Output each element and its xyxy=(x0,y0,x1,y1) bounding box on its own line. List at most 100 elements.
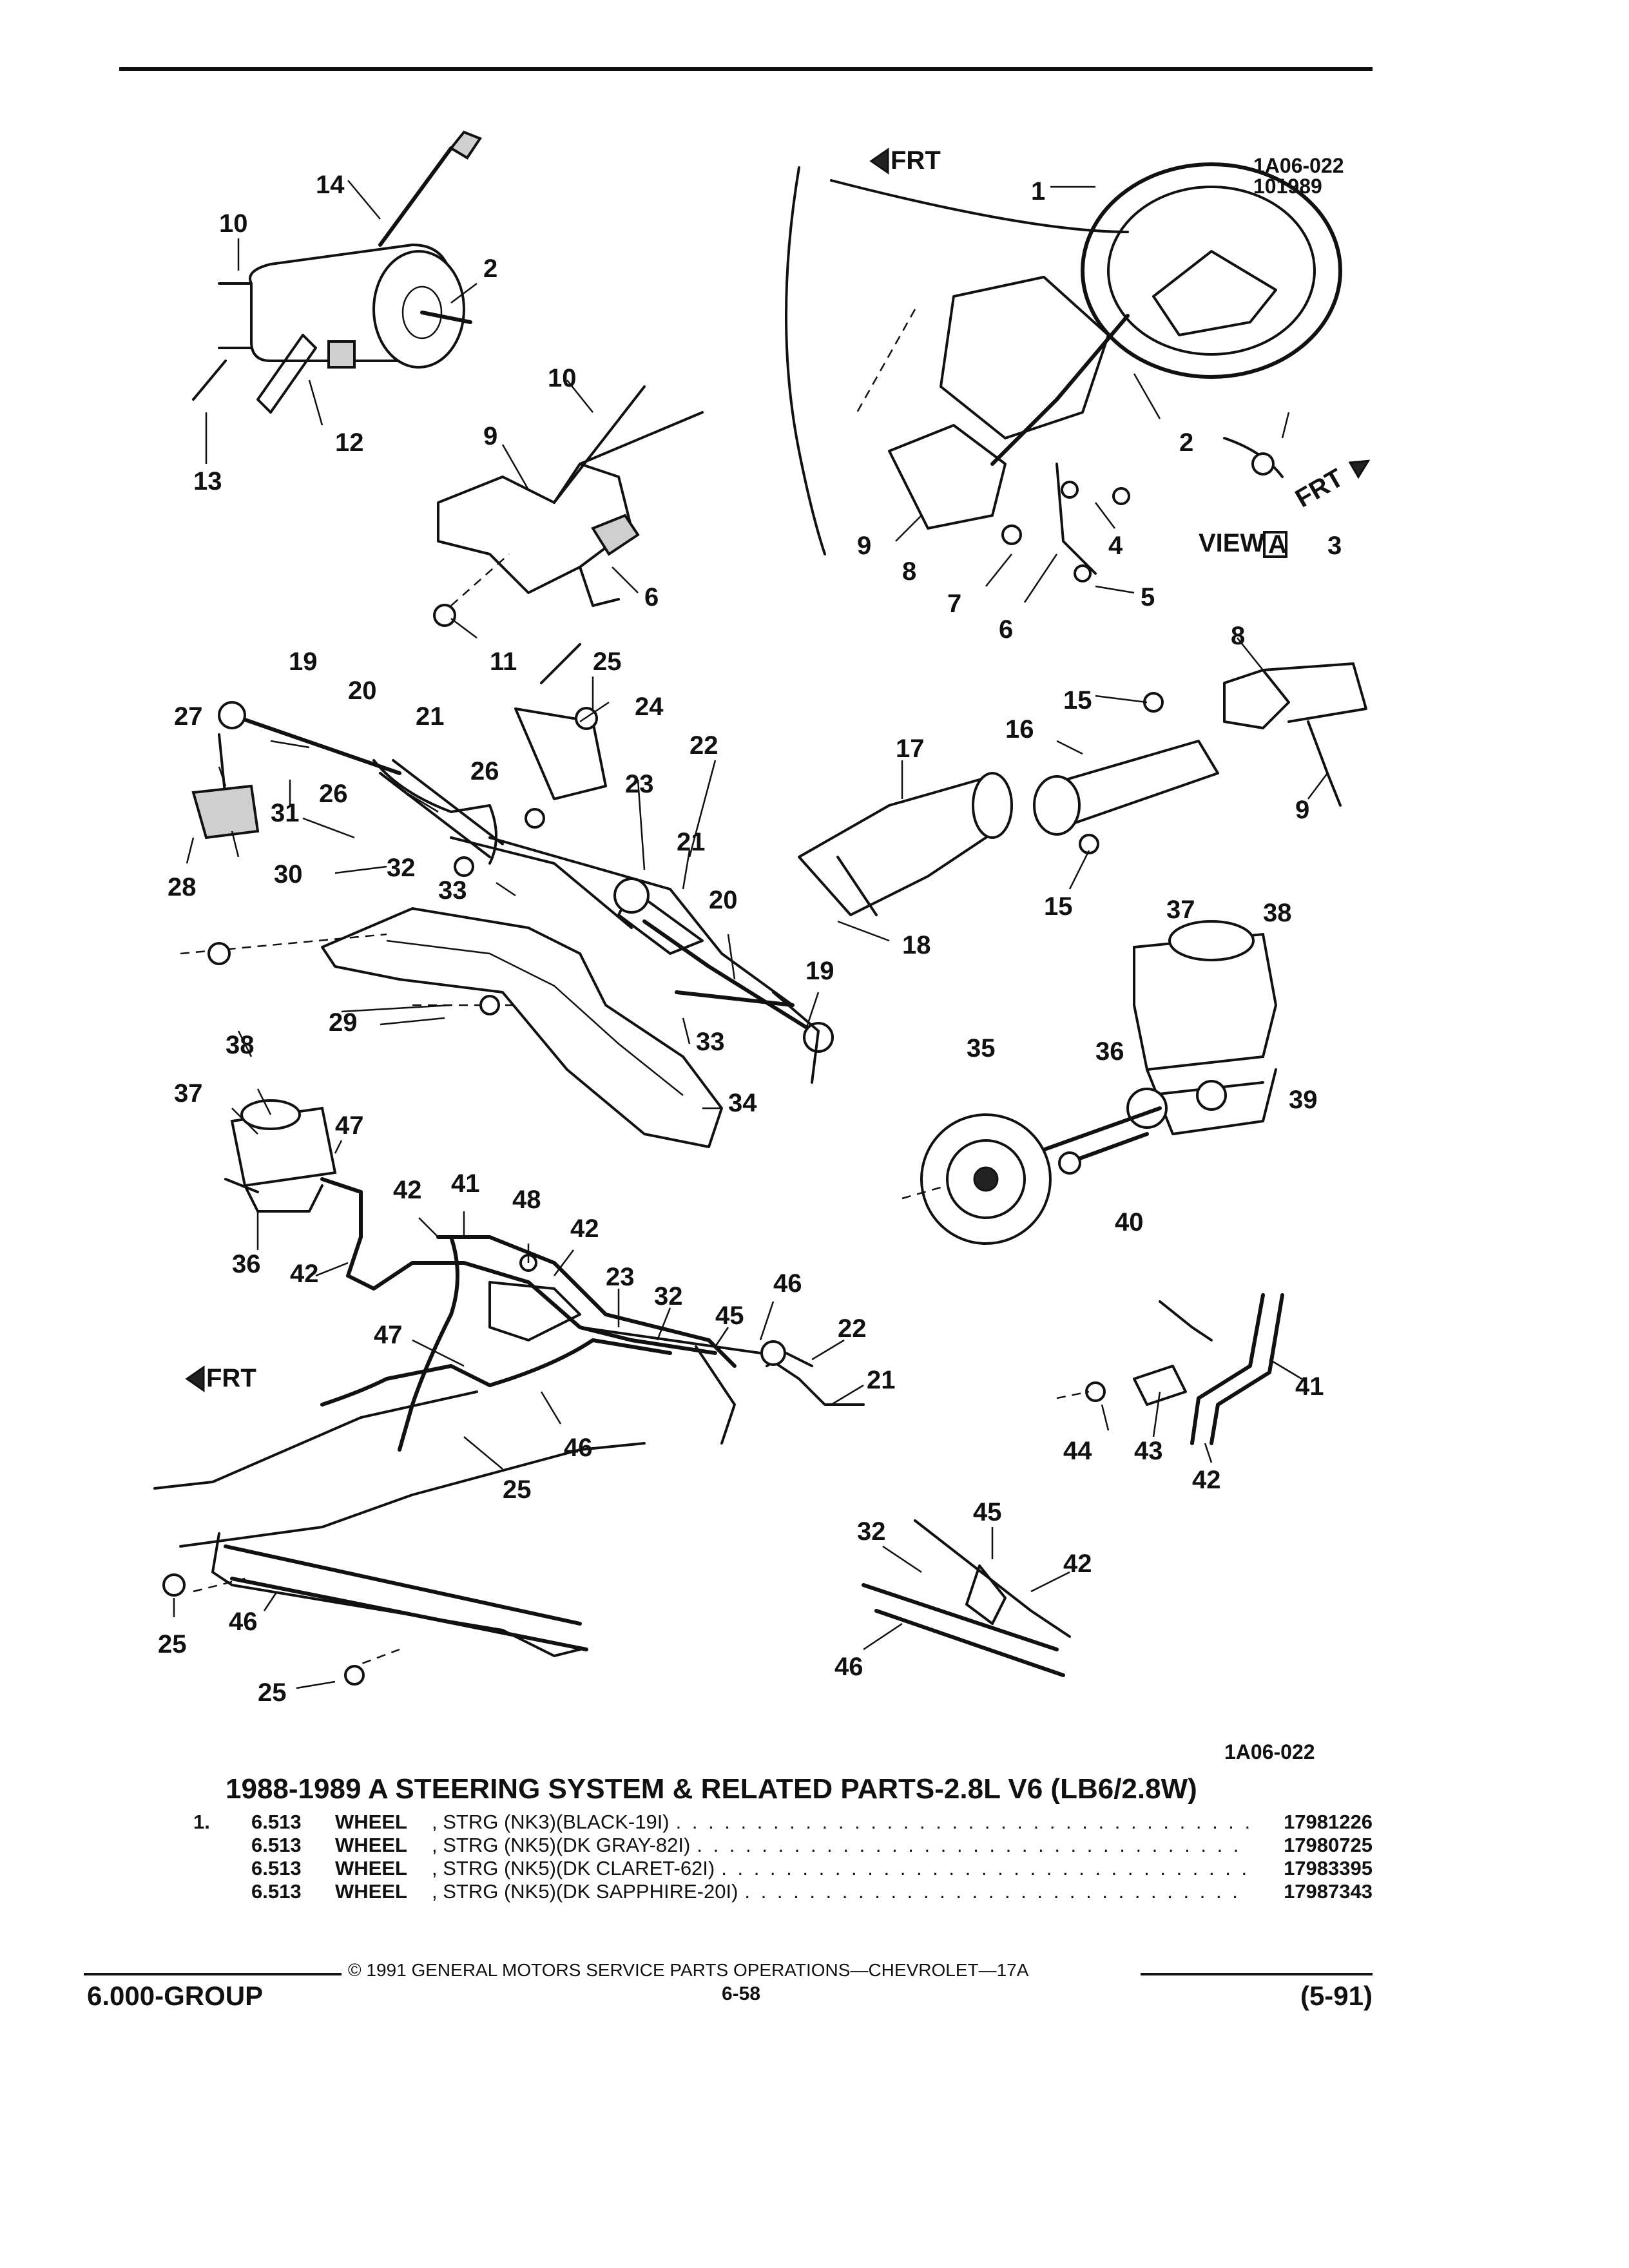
crossmember xyxy=(180,907,723,1148)
callout-47: 47 xyxy=(374,1321,403,1349)
callout-23: 23 xyxy=(625,770,654,798)
callout-41: 41 xyxy=(1295,1372,1324,1401)
callout-46: 46 xyxy=(564,1434,593,1462)
callout-14: 14 xyxy=(316,171,345,199)
callout-34: 34 xyxy=(728,1089,757,1117)
callout-5: 5 xyxy=(1141,583,1155,611)
callout-15: 15 xyxy=(1044,892,1073,921)
callout-44: 44 xyxy=(1063,1437,1092,1465)
svg-text:FRT: FRT xyxy=(206,1364,256,1392)
callout-25: 25 xyxy=(258,1678,287,1707)
top-rule xyxy=(119,67,1373,71)
callout-42: 42 xyxy=(393,1176,422,1204)
callout-8: 8 xyxy=(1231,622,1245,650)
callout-6: 6 xyxy=(999,615,1013,644)
callout-25: 25 xyxy=(593,648,622,676)
front-direction-arrow: FRT xyxy=(869,146,941,175)
callout-43: 43 xyxy=(1134,1437,1163,1465)
callout-46: 46 xyxy=(229,1608,258,1636)
callout-32: 32 xyxy=(387,854,416,882)
callout-15: 15 xyxy=(1063,686,1092,715)
callout-48: 48 xyxy=(512,1186,541,1214)
callout-37: 37 xyxy=(174,1079,203,1108)
callout-25: 25 xyxy=(158,1630,187,1658)
callout-2: 2 xyxy=(483,255,497,283)
callout-9: 9 xyxy=(857,532,871,560)
callout-33: 33 xyxy=(696,1028,725,1056)
callout-21: 21 xyxy=(416,702,445,731)
rack-and-pinion-assembly xyxy=(191,643,834,1053)
part-number: 17980725 xyxy=(1284,1834,1373,1856)
part-number: 17987343 xyxy=(1284,1880,1373,1903)
callout-26: 26 xyxy=(319,780,348,808)
parts-row: 6.513 WHEEL , STRG (NK5)(DK CLARET-62I) … xyxy=(193,1857,1373,1880)
callout-40: 40 xyxy=(1115,1208,1144,1236)
front-direction-arrow: FRT xyxy=(185,1364,256,1392)
reservoir-and-pump-right xyxy=(901,920,1278,1245)
callout-24: 24 xyxy=(635,693,664,721)
callout-47: 47 xyxy=(335,1111,364,1140)
callout-38: 38 xyxy=(1263,899,1292,927)
callout-12: 12 xyxy=(335,428,364,457)
callout-numbers: 14 10 2 10 9 12 13 6 11 1 2 3 4 5 6 7 8 … xyxy=(158,171,1342,1707)
callout-36: 36 xyxy=(1095,1037,1124,1066)
part-group: 6.513 xyxy=(251,1857,302,1879)
callout-3: 3 xyxy=(1327,532,1342,560)
copyright-notice: © 1991 GENERAL MOTORS SERVICE PARTS OPER… xyxy=(348,1960,1029,1980)
callout-18: 18 xyxy=(902,931,931,959)
interior-steering-wheel-view xyxy=(785,162,1342,582)
page-number: 6-58 xyxy=(722,1983,761,2004)
callout-35: 35 xyxy=(967,1034,996,1062)
callout-8: 8 xyxy=(902,557,916,586)
callout-45: 45 xyxy=(973,1498,1002,1526)
svg-text:VIEW: VIEW xyxy=(1199,529,1264,557)
callout-45: 45 xyxy=(715,1302,744,1330)
callout-25: 25 xyxy=(503,1475,532,1504)
callout-6: 6 xyxy=(644,583,659,611)
view-a-label: VIEW A xyxy=(1199,529,1287,559)
part-name: WHEEL xyxy=(335,1880,407,1903)
callout-4: 4 xyxy=(1108,532,1123,560)
callout-22: 22 xyxy=(838,1314,867,1343)
callout-32: 32 xyxy=(857,1517,886,1546)
callout-46: 46 xyxy=(773,1269,802,1298)
callout-42: 42 xyxy=(290,1260,319,1288)
callout-11: 11 xyxy=(490,648,517,676)
callout-19: 19 xyxy=(289,648,318,676)
callout-9: 9 xyxy=(1295,796,1309,824)
steering-column-upper-left xyxy=(192,130,483,414)
dot-leader: . . . . . . . . . . . . . . . . . . . . … xyxy=(721,1857,1250,1879)
part-number: 17981226 xyxy=(1284,1811,1373,1833)
callout-9: 9 xyxy=(483,422,497,450)
hydraulic-lines xyxy=(320,1177,865,1452)
callout-21: 21 xyxy=(677,828,706,856)
part-group: 6.513 xyxy=(251,1811,302,1833)
callout-16: 16 xyxy=(1005,715,1034,744)
part-number: 17983395 xyxy=(1284,1857,1373,1879)
dot-leader: . . . . . . . . . . . . . . . . . . . . … xyxy=(675,1811,1250,1833)
callout-17: 17 xyxy=(896,735,925,763)
clip-detail xyxy=(862,1519,1071,1677)
outer-tie-rod-right xyxy=(675,990,820,1084)
part-group: 6.513 xyxy=(251,1834,302,1856)
part-description: , STRG (NK5)(DK CLARET-62I) xyxy=(432,1857,715,1879)
callout-38: 38 xyxy=(226,1031,255,1059)
part-description: , STRG (NK3)(BLACK-19I) xyxy=(432,1811,670,1833)
front-direction-arrow: FRT xyxy=(1291,459,1371,513)
callout-10: 10 xyxy=(219,209,248,238)
part-name: WHEEL xyxy=(335,1834,407,1856)
callout-1: 1 xyxy=(1031,177,1045,206)
bottom-art-code: 1A06-022 xyxy=(1224,1740,1315,1763)
callout-46: 46 xyxy=(834,1653,863,1681)
revision-date: (5-91) xyxy=(1300,1981,1373,2011)
callout-2: 2 xyxy=(1179,428,1193,457)
svg-text:FRT: FRT xyxy=(1291,463,1348,513)
boot-duct xyxy=(798,772,1013,916)
callout-36: 36 xyxy=(232,1250,261,1278)
callout-42: 42 xyxy=(1063,1550,1092,1578)
callout-28: 28 xyxy=(168,873,197,901)
part-description: , STRG (NK5)(DK GRAY-82I) xyxy=(432,1834,691,1856)
column-mount-bracket xyxy=(433,385,704,627)
callout-31: 31 xyxy=(271,799,300,827)
